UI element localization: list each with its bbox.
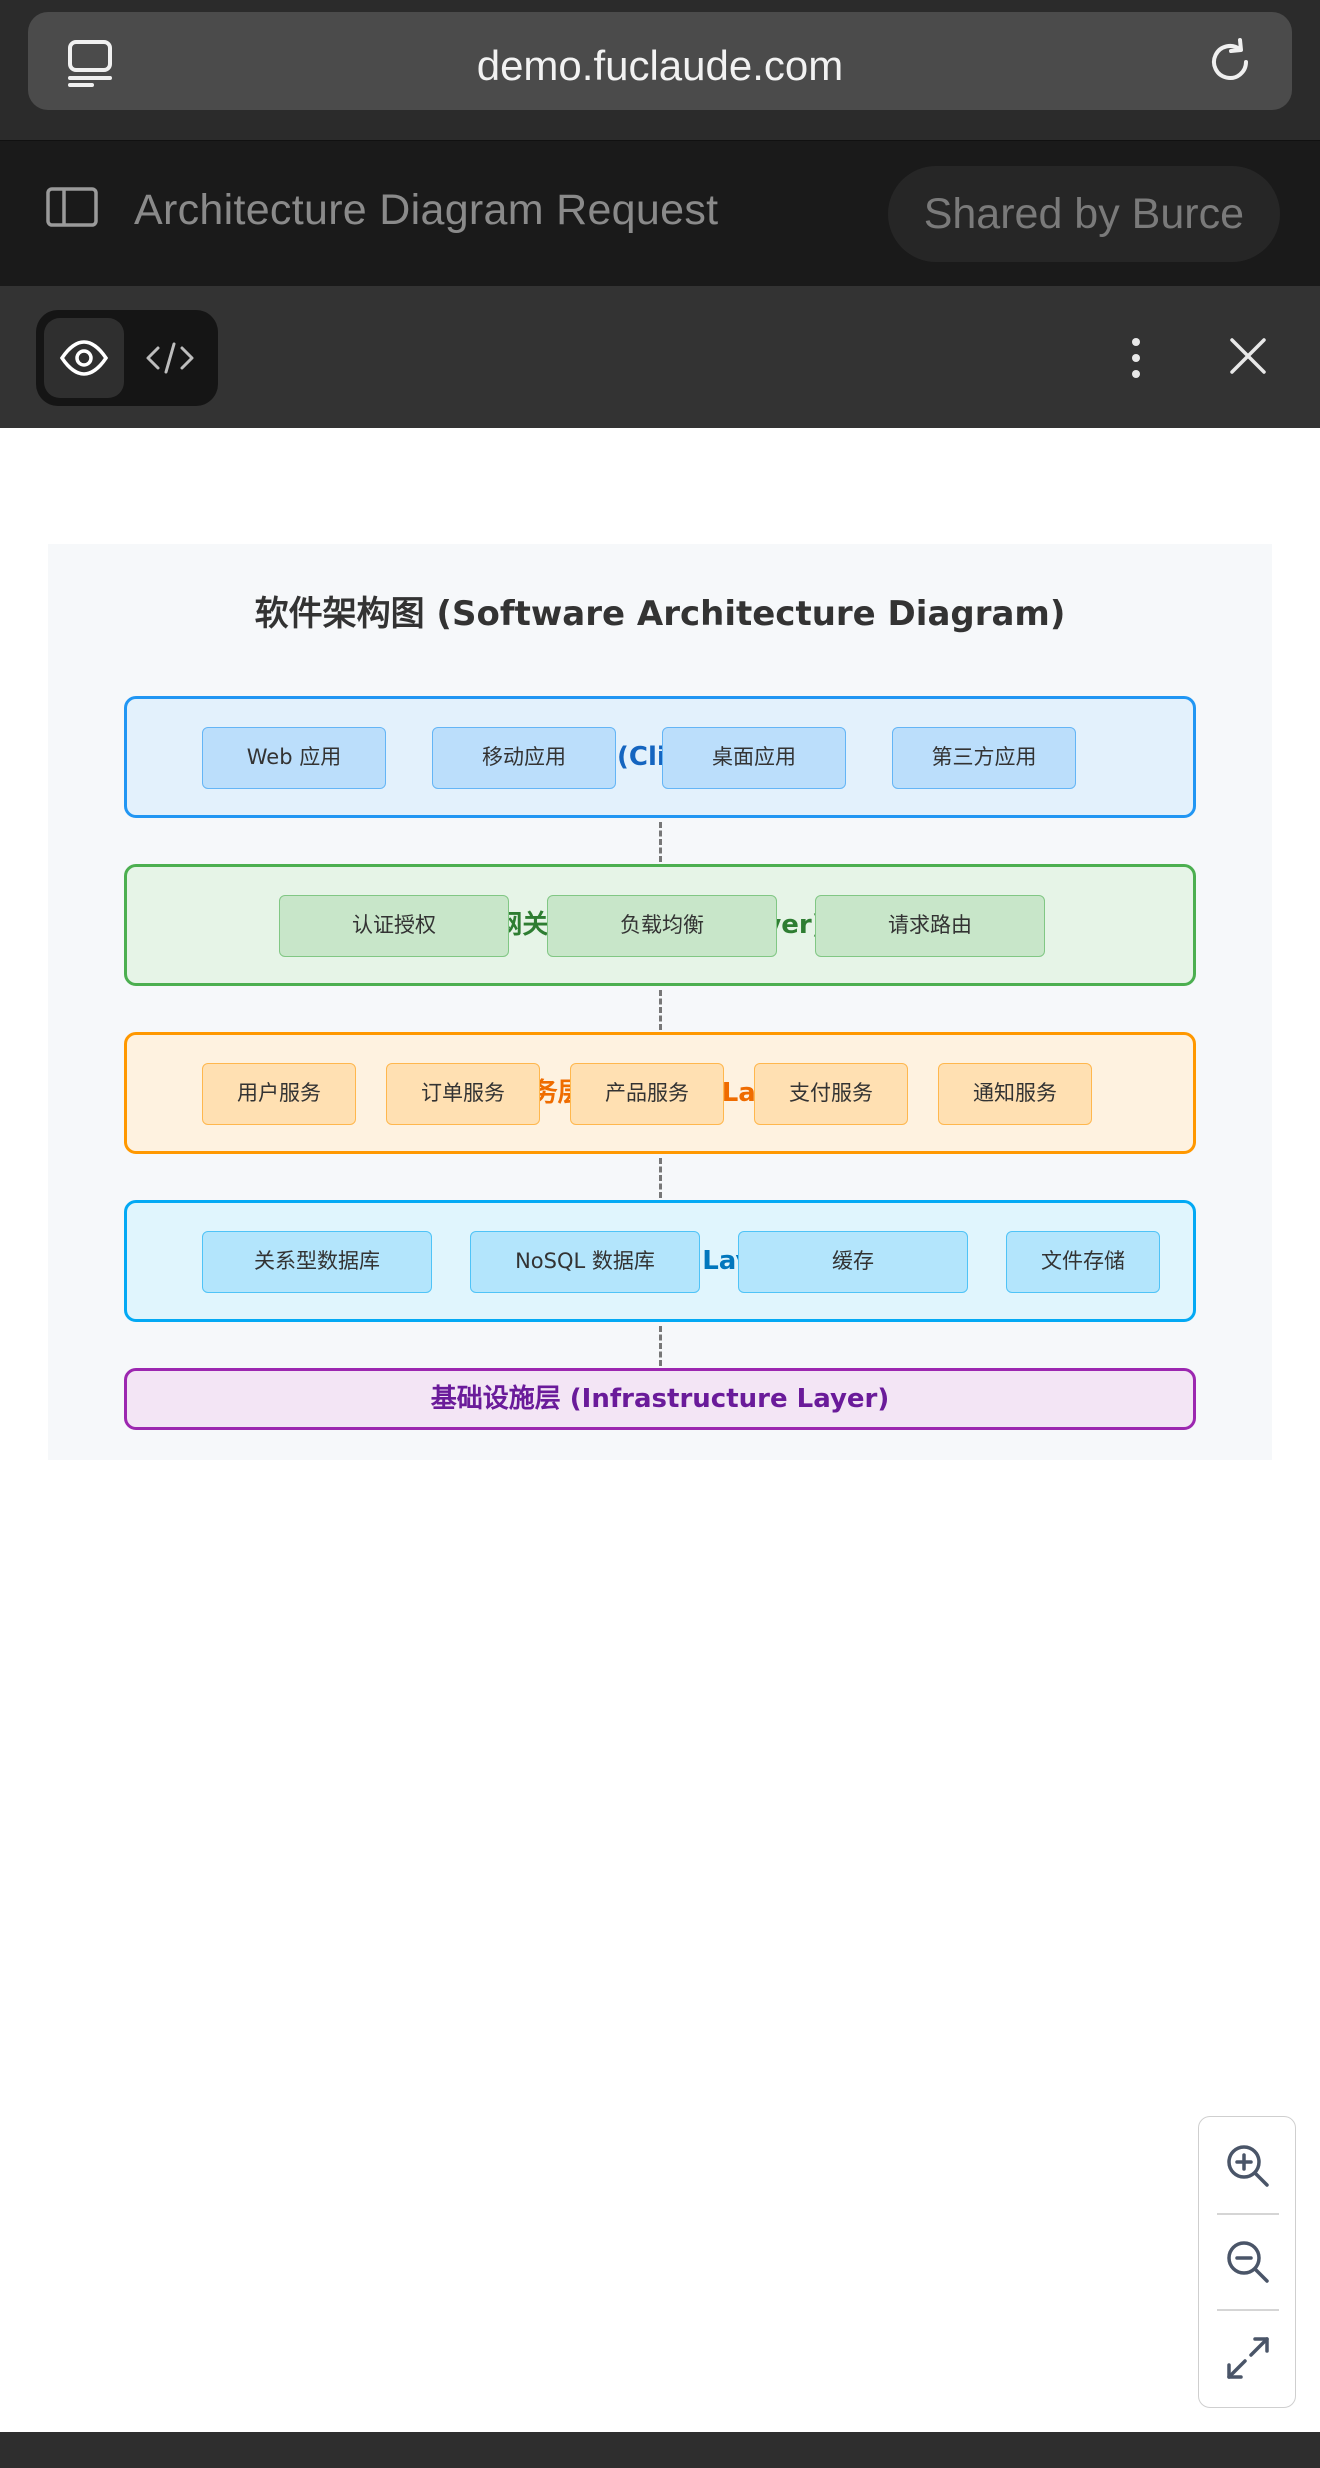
component-box: NoSQL 数据库 bbox=[470, 1231, 700, 1293]
component-box: 关系型数据库 bbox=[202, 1231, 432, 1293]
conversation-title: Architecture Diagram Request bbox=[134, 186, 719, 234]
component-box: 桌面应用 bbox=[662, 727, 846, 789]
shared-by-badge: Shared by Burce bbox=[887, 166, 1280, 262]
component-box: 请求路由 bbox=[815, 895, 1045, 957]
sidebar-toggle-icon[interactable] bbox=[46, 187, 98, 227]
code-button[interactable] bbox=[130, 318, 210, 398]
component-box: 缓存 bbox=[738, 1231, 968, 1293]
diagram-title: 软件架构图 (Software Architecture Diagram) bbox=[254, 594, 1066, 634]
tabs-icon[interactable] bbox=[62, 34, 118, 90]
component-box: 认证授权 bbox=[279, 895, 509, 957]
layer-label: 基础设施层 (Infrastructure Layer) bbox=[430, 1384, 890, 1414]
zoom-in-button[interactable] bbox=[1219, 2137, 1277, 2195]
code-icon bbox=[146, 342, 194, 374]
url-text[interactable]: demo.fuclaude.com bbox=[476, 42, 844, 89]
zoom-divider bbox=[1217, 2213, 1279, 2215]
component-box: 用户服务 bbox=[202, 1063, 356, 1125]
component-box: 支付服务 bbox=[754, 1063, 908, 1125]
zoom-in-icon bbox=[1227, 2145, 1269, 2187]
zoom-divider bbox=[1217, 2309, 1279, 2311]
zoom-out-icon bbox=[1227, 2241, 1269, 2283]
browser-address-area: demo.fuclaude.com bbox=[0, 0, 1320, 140]
zoom-controls bbox=[1198, 2116, 1296, 2408]
close-icon[interactable] bbox=[1220, 328, 1276, 384]
artifact-toolbar bbox=[0, 286, 1320, 428]
data-layer: 数据层 (Data Layer) 关系型数据库 NoSQL 数据库 缓存 文件存… bbox=[124, 1200, 1196, 1322]
eye-icon bbox=[59, 340, 109, 376]
preview-button[interactable] bbox=[44, 318, 124, 398]
app-header: Architecture Diagram Request Shared by B… bbox=[0, 140, 1320, 286]
layer-connector bbox=[659, 990, 662, 1030]
reload-icon[interactable] bbox=[1202, 34, 1258, 90]
component-box: Web 应用 bbox=[202, 727, 386, 789]
more-vertical-icon[interactable] bbox=[1108, 330, 1164, 386]
component-box: 通知服务 bbox=[938, 1063, 1092, 1125]
component-box: 负载均衡 bbox=[547, 895, 777, 957]
component-box: 文件存储 bbox=[1006, 1231, 1160, 1293]
zoom-out-button[interactable] bbox=[1219, 2233, 1277, 2291]
component-box: 移动应用 bbox=[432, 727, 616, 789]
layer-connector bbox=[659, 822, 662, 862]
service-layer: 服务层 (Service Layer) 用户服务 订单服务 产品服务 支付服务 … bbox=[124, 1032, 1196, 1154]
view-toggle bbox=[36, 310, 218, 406]
gateway-layer: 网关层 (Gateway Layer) 认证授权 负载均衡 请求路由 bbox=[124, 864, 1196, 986]
address-bar[interactable]: demo.fuclaude.com bbox=[28, 12, 1292, 110]
expand-icon bbox=[1227, 2337, 1269, 2379]
layer-connector bbox=[659, 1158, 662, 1198]
component-box: 产品服务 bbox=[570, 1063, 724, 1125]
component-box: 第三方应用 bbox=[892, 727, 1076, 789]
component-box: 订单服务 bbox=[386, 1063, 540, 1125]
client-layer: 客户端层 (Client Layer) Web 应用 移动应用 桌面应用 第三方… bbox=[124, 696, 1196, 818]
layer-connector bbox=[659, 1326, 662, 1366]
infrastructure-layer: 基础设施层 (Infrastructure Layer) bbox=[124, 1368, 1196, 1430]
architecture-diagram: 软件架构图 (Software Architecture Diagram) 客户… bbox=[48, 544, 1272, 1460]
bottom-bar bbox=[0, 2432, 1320, 2468]
fit-view-button[interactable] bbox=[1219, 2329, 1277, 2387]
